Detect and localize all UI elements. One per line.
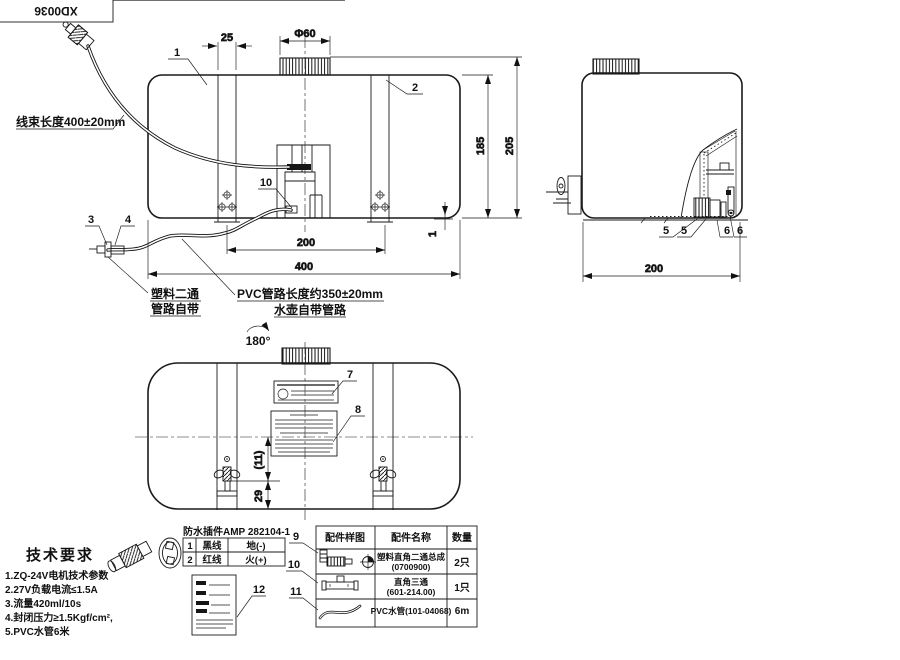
tee-fitting-sketch — [321, 575, 359, 591]
wing-nut-left — [213, 456, 241, 497]
rotation-180-label: 180° — [246, 334, 271, 348]
part-2-code: (601-214.00) — [387, 587, 436, 597]
part-3-name: PVC水管(101-04068) — [371, 606, 452, 616]
parts-balloons: 9 10 11 — [286, 531, 319, 611]
balloon-7: 7 — [347, 369, 353, 381]
dim-11: (11) — [253, 450, 265, 469]
dim-200-side: 200 — [645, 263, 663, 275]
side-balloons: 5 5 6 6 — [659, 215, 747, 238]
tech-requirements-title: 技术要求 — [26, 546, 94, 564]
outlet-hose — [89, 207, 293, 258]
side-dimension-200: 200 — [582, 222, 741, 282]
strap-bolt-markers — [217, 190, 390, 212]
filler-cap-side — [592, 58, 640, 75]
parts-header-qty: 数量 — [452, 531, 472, 544]
connector-face-view — [158, 537, 182, 569]
part-1-code: (0700900) — [392, 562, 431, 572]
balloon-8: 8 — [355, 404, 361, 416]
dim-400: 400 — [295, 261, 313, 273]
parts-header-name: 配件名称 — [391, 531, 431, 544]
part-2-qty: 1只 — [454, 582, 470, 594]
balloon-2: 2 — [412, 82, 418, 94]
bottom-view: 7 8 (11) 29 — [135, 342, 473, 520]
mounting-straps-front — [214, 75, 393, 223]
parts-header-sample: 配件样图 — [325, 531, 365, 544]
dim-205: 205 — [504, 137, 516, 155]
dim-185: 185 — [475, 137, 487, 155]
bottom-dimensions: (11) 29 — [231, 437, 280, 510]
rotation-symbol: 180° — [246, 321, 271, 348]
pump-terminal — [287, 164, 311, 170]
warning-label-8 — [270, 410, 338, 457]
balloon-10-table: 10 — [288, 559, 300, 571]
dim-phi60: Φ60 — [294, 28, 315, 40]
parts-row-elbow: 塑料直角二通总成 (0700900) 2只 — [319, 549, 470, 572]
dim-29: 29 — [253, 490, 265, 502]
front-dimensions: 25 Φ60 185 205 200 400 1 — [147, 28, 522, 279]
part-2-name: 直角三通 — [394, 577, 429, 587]
part-1-name: 塑料直角二通总成 — [377, 552, 446, 562]
balloon-3: 3 — [88, 214, 94, 226]
title-block-corner: XD0036 — [0, 0, 345, 23]
balloon-5b: 5 — [681, 225, 687, 237]
balloon-6a: 6 — [724, 225, 730, 237]
part-3-qty: 6m — [455, 606, 470, 617]
part-1-qty: 2只 — [454, 557, 470, 569]
balloon-12: 12 — [253, 584, 265, 596]
balloon-4: 4 — [125, 214, 132, 226]
dim-200-front: 200 — [297, 237, 315, 249]
dim-1: 1 — [427, 231, 439, 237]
tech-item-4: 4.封闭压力≥1.5Kgf/cm², — [5, 611, 113, 624]
balloon-11: 11 — [290, 586, 302, 598]
product-label-7 — [273, 380, 339, 404]
fitting-note-line2: 管路自带 — [151, 301, 199, 316]
nameplate-label-12: 12 — [191, 574, 266, 636]
pin-table: 1 黑线 地(-) 2 红线 火(+) — [182, 537, 286, 567]
filler-cap-bottom-view — [281, 347, 331, 365]
parts-table: 配件样图 配件名称 数量 塑料直角二通总成 (0700900) 2只 — [286, 525, 478, 628]
side-bracket — [546, 175, 582, 215]
connector-plug-side — [107, 540, 153, 573]
balloon-5a: 5 — [663, 225, 669, 237]
sheet-code: XD0036 — [34, 4, 78, 18]
pin-1-function: 地(-) — [247, 540, 266, 552]
hose-sketch — [318, 604, 362, 620]
pin-2-num: 2 — [187, 555, 192, 566]
balloon-1: 1 — [174, 47, 180, 59]
parts-row-tee: 直角三通 (601-214.00) 1只 — [321, 575, 470, 597]
side-internal-pump-pocket — [650, 128, 738, 219]
bottom-balloons: 7 8 — [331, 369, 365, 443]
balloon-9: 9 — [293, 531, 299, 543]
wing-nut-right — [369, 456, 397, 497]
front-notes: 线束长度400±20mm 塑料二通 管路自带 PVC管路长度约350±20mm … — [16, 114, 384, 348]
tech-item-5: 5.PVC水管6米 — [5, 625, 70, 638]
front-view: 25 Φ60 185 205 200 400 1 1 2 3 — [16, 21, 522, 348]
tech-item-1: 1.ZQ-24V电机技术参数 — [5, 569, 109, 582]
parts-row-hose: PVC水管(101-04068) 6m — [318, 604, 470, 620]
pump-recess — [276, 144, 331, 219]
mounting-straps-bottom-view — [216, 363, 394, 510]
side-view: 5 5 6 6 200 — [546, 58, 748, 282]
pvc-note-line1: PVC管路长度约350±20mm — [237, 286, 383, 301]
balloon-10-front: 10 — [260, 177, 272, 189]
pin-2-function: 火(+) — [245, 555, 266, 566]
elbow-fitting-sketch — [319, 549, 376, 570]
wire-harness — [62, 21, 291, 169]
tech-item-3: 3.流量420ml/10s — [5, 597, 82, 610]
fitting-note-line1: 塑料二通 — [151, 286, 199, 301]
tech-item-2: 2.27V负载电流≤1.5A — [5, 583, 98, 596]
connector-detail: 防水插件AMP 282104-1 1 黑线 地(-) 2 红线 火(+) — [107, 525, 291, 636]
harness-connector-plug — [62, 21, 95, 51]
pin-2-wire: 红线 — [202, 554, 222, 566]
front-balloons: 1 2 3 4 10 — [85, 47, 423, 246]
pvc-note-line2: 水壶自带管路 — [274, 302, 347, 317]
dim-25: 25 — [221, 32, 233, 44]
technical-requirements: 技术要求 1.ZQ-24V电机技术参数 2.27V负载电流≤1.5A 3.流量4… — [5, 546, 113, 638]
connector-title: 防水插件AMP 282104-1 — [183, 525, 291, 538]
pin-1-num: 1 — [187, 541, 193, 552]
harness-length-note: 线束长度400±20mm — [16, 114, 125, 129]
pin-1-wire: 黑线 — [202, 540, 222, 552]
